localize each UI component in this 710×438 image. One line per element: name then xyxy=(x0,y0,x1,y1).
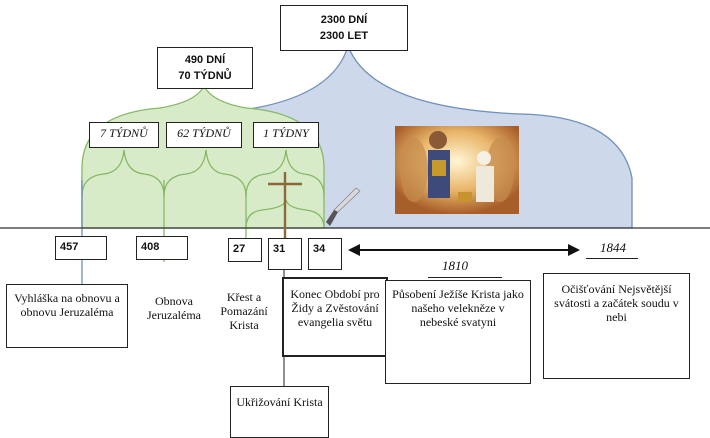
bracket-1-week xyxy=(245,149,325,197)
event-ministry: Působení Ježíše Krista jako našeho velek… xyxy=(385,280,531,384)
box-2300: 2300 DNÍ 2300 LET xyxy=(280,5,408,51)
year-1844: 1844 xyxy=(600,240,626,255)
label-2300-years: 2300 LET xyxy=(319,30,369,42)
label-70-weeks: 70 TÝDNŮ xyxy=(178,70,232,82)
cross-icon xyxy=(268,172,302,238)
box-62-weeks: 62 TÝDNŮ xyxy=(166,122,242,148)
box-1-week: 1 TÝDNY xyxy=(253,122,319,148)
year-31: 31 xyxy=(268,238,302,270)
knife-icon xyxy=(326,187,361,226)
year-27: 27 xyxy=(228,238,262,262)
underline-1844 xyxy=(586,258,638,259)
year-34: 34 xyxy=(308,238,342,270)
underline-1810 xyxy=(428,277,502,278)
box-490: 490 DNÍ 70 TÝDNŮ xyxy=(157,47,253,89)
label-2300-days: 2300 DNÍ xyxy=(320,14,368,26)
event-crucifixion: Ukřižování Krista xyxy=(230,386,329,438)
year-457: 457 xyxy=(55,236,107,260)
event-decree: Vyhláška na obnovu a obnovu Jeruzaléma xyxy=(6,284,128,348)
year-408: 408 xyxy=(136,236,188,260)
high-priest-painting-image xyxy=(395,126,519,214)
box-7-weeks: 7 TÝDNŮ xyxy=(89,122,159,148)
event-restoration: Obnova Jeruzaléma xyxy=(147,294,201,322)
bracket-62-weeks xyxy=(163,149,247,197)
event-cleansing: Očišťování Nejsvětější svátosti a začáte… xyxy=(543,273,690,379)
double-arrow-icon xyxy=(348,244,580,256)
year-1810: 1810 xyxy=(442,258,468,273)
event-baptism: Křest a Pomazání Krista xyxy=(220,290,268,332)
bracket-7-weeks xyxy=(81,149,165,197)
event-end-period: Konec Období pro Židy a Zvěstování evang… xyxy=(282,277,388,357)
label-490-days: 490 DNÍ xyxy=(184,54,226,66)
